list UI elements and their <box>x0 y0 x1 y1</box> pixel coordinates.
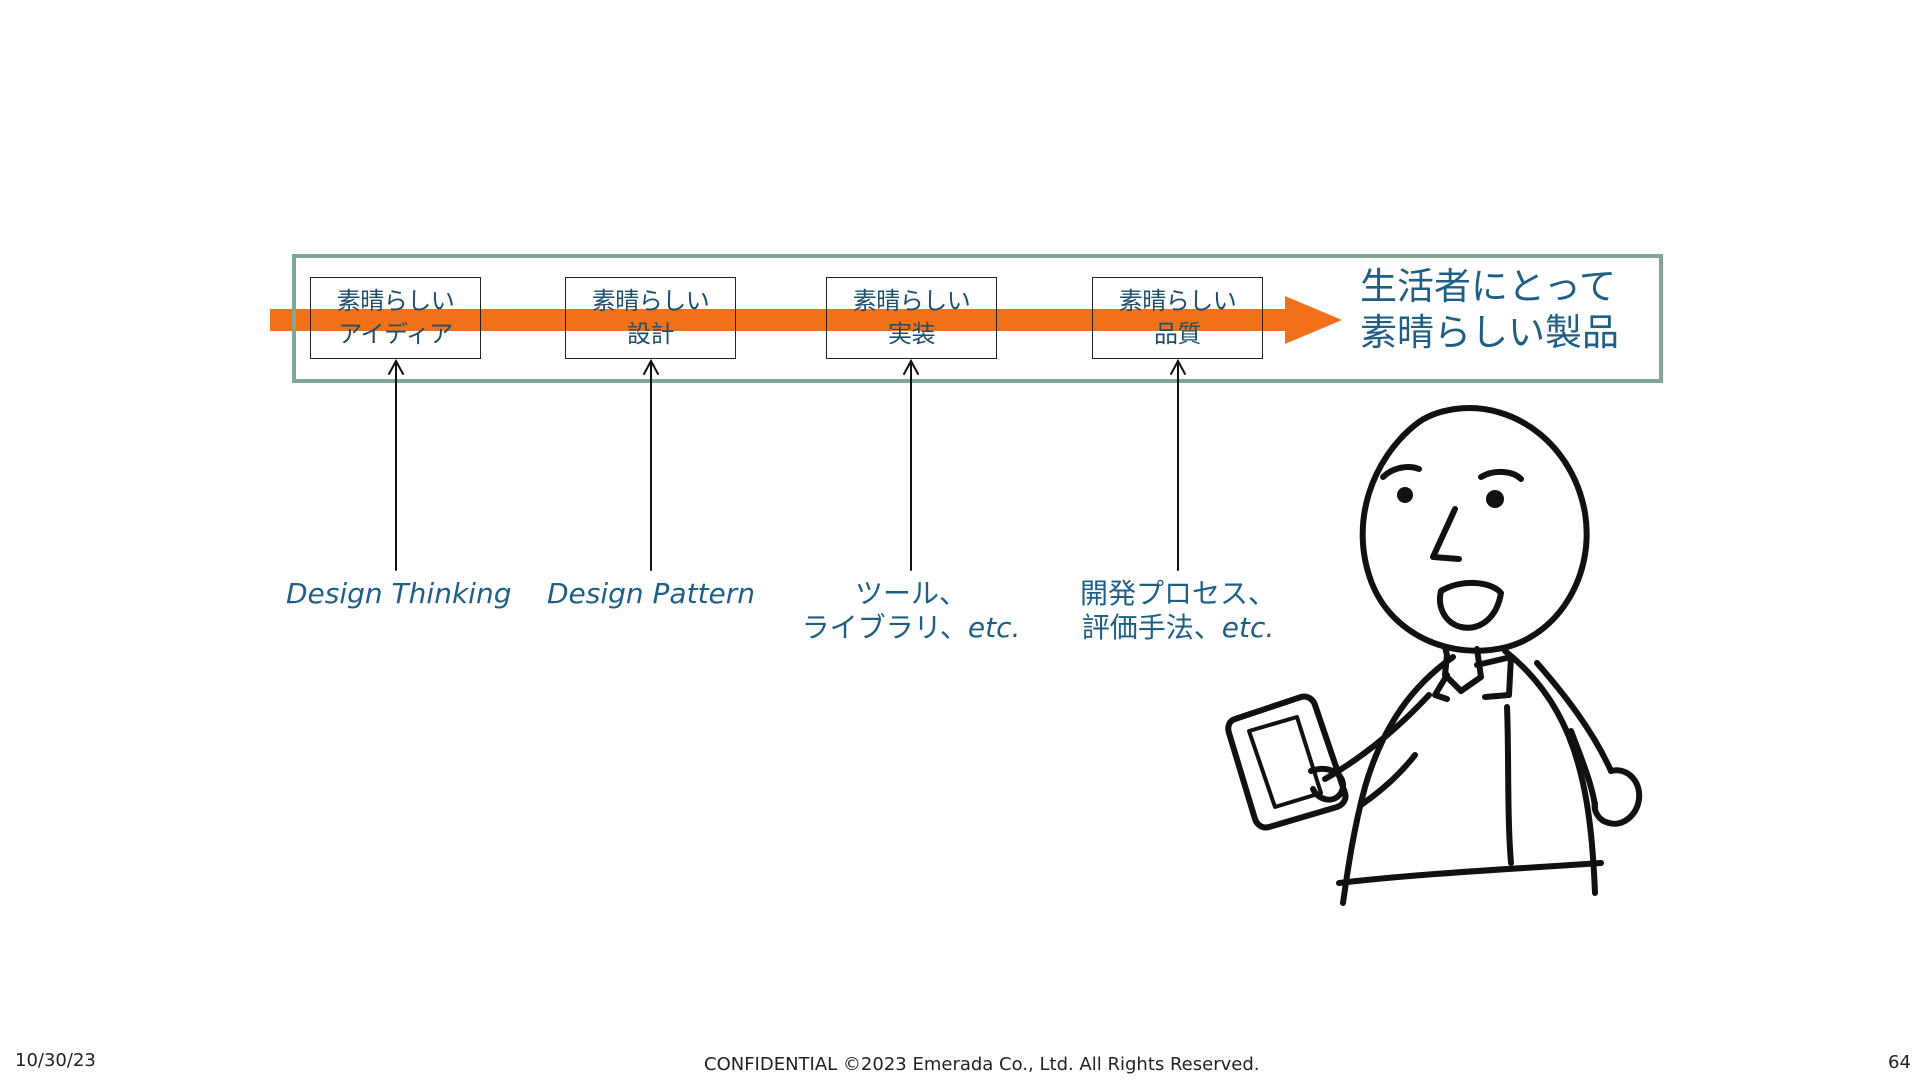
stage-box-idea: 素晴らしい アイディア <box>310 277 481 359</box>
connector-arrow-quality <box>1170 358 1186 571</box>
process-arrow <box>270 296 1342 344</box>
method-design-pattern: Design Pattern <box>541 577 761 611</box>
stage-label-line2: 品質 <box>1154 320 1202 348</box>
method-line2-prefix: ライブラリ、 <box>801 611 968 644</box>
footer-page-number: 64 <box>1888 1052 1911 1073</box>
person-holding-phone-icon <box>1225 405 1643 906</box>
connector-arrow-idea <box>388 358 404 571</box>
stage-label-line1: 素晴らしい <box>1118 287 1237 315</box>
method-process: 開発プロセス、 評価手法、etc. <box>1058 577 1298 645</box>
stage-label-line1: 素晴らしい <box>336 287 455 315</box>
stage-label-line2: 実装 <box>888 320 936 348</box>
process-frame <box>292 254 1663 383</box>
stage-label-line2: アイディア <box>338 320 453 348</box>
method-design-thinking: Design Thinking <box>286 577 512 611</box>
stage-box-design: 素晴らしい 設計 <box>565 277 736 359</box>
connector-arrow-implementation <box>903 358 919 571</box>
method-line1: ツール、 <box>854 577 967 610</box>
connector-arrow-design <box>643 358 659 571</box>
method-label: Design Pattern <box>546 577 756 610</box>
goal-line2: 素晴らしい製品 <box>1360 311 1619 354</box>
footer-date: 10/30/23 <box>15 1050 96 1071</box>
method-line2: 評価手法、etc. <box>1058 611 1298 645</box>
method-line2-prefix: 評価手法、 <box>1081 611 1222 644</box>
goal-text: 生活者にとって 素晴らしい製品 <box>1360 264 1655 356</box>
goal-line1: 生活者にとって <box>1360 265 1617 308</box>
method-etc: etc. <box>1221 611 1275 644</box>
method-line2: ライブラリ、etc. <box>791 611 1031 645</box>
method-label: Design Thinking <box>286 577 512 610</box>
method-etc: etc. <box>967 611 1021 644</box>
stage-label-line2: 設計 <box>627 320 675 348</box>
stage-label-line1: 素晴らしい <box>852 287 971 315</box>
stage-box-quality: 素晴らしい 品質 <box>1092 277 1263 359</box>
stage-label-line1: 素晴らしい <box>591 287 710 315</box>
stage-box-implementation: 素晴らしい 実装 <box>826 277 997 359</box>
method-tools: ツール、 ライブラリ、etc. <box>791 577 1031 645</box>
footer-copyright: CONFIDENTIAL ©2023 Emerada Co., Ltd. All… <box>704 1054 1260 1075</box>
method-line1: 開発プロセス、 <box>1079 577 1276 610</box>
